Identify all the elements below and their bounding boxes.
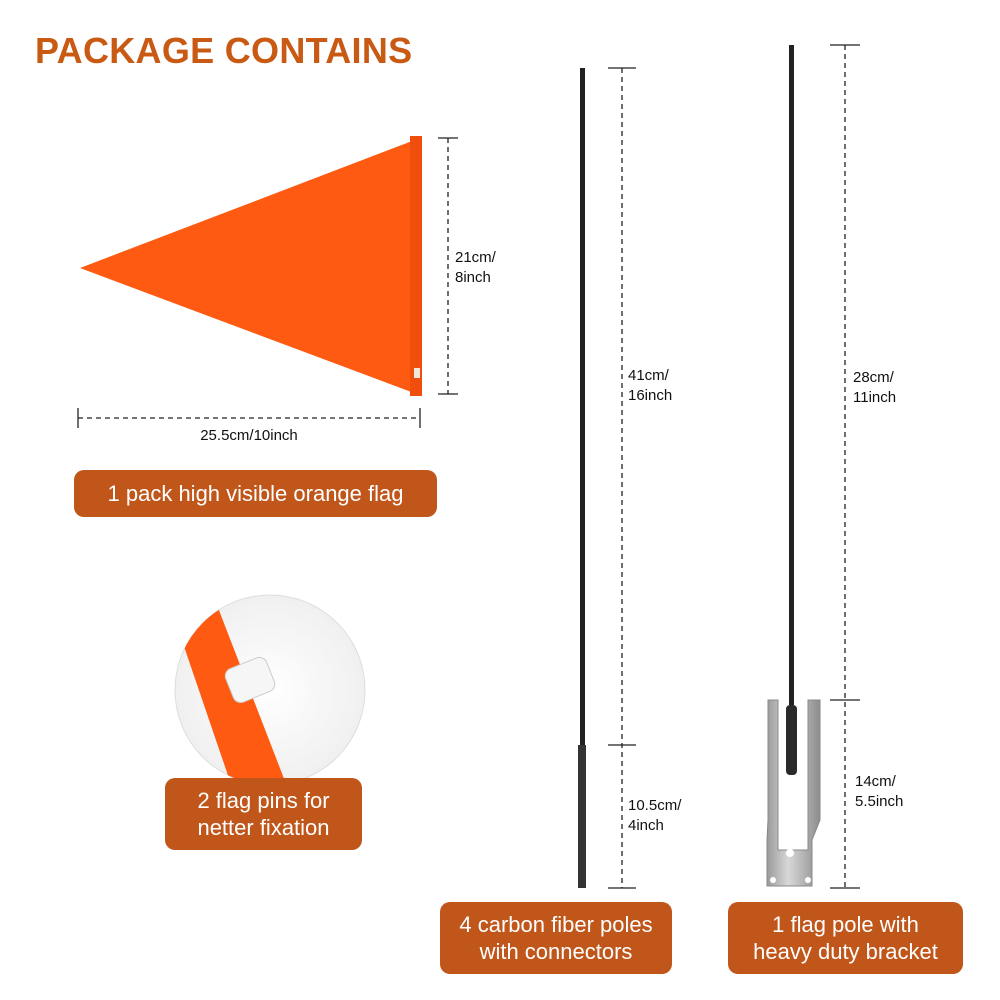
bracket-length-cm: 14cm/ — [855, 773, 896, 790]
page-title: PACKAGE CONTAINS — [35, 30, 413, 71]
bracket-pole-length-inch: 11inch — [853, 389, 897, 406]
flag-height-text: 21cm/ 8inch — [455, 248, 496, 288]
bracket-pole-dimension — [830, 44, 860, 889]
pole-dimension — [608, 67, 636, 889]
connector-length-text: 10.5cm/ 4inch — [628, 796, 681, 836]
connector-length-cm: 10.5cm/ — [628, 797, 682, 814]
bracket-pole-length-text: 28cm/ 11inch — [853, 368, 896, 408]
flag-height-inch: 8inch — [455, 269, 491, 286]
bracket-pole-label-line1: 1 flag pole with — [772, 912, 919, 937]
bracket-pole-label: 1 flag pole with heavy duty bracket — [728, 902, 963, 974]
bracket-pole-length-cm: 28cm/ — [853, 369, 894, 386]
pole-length-cm: 41cm/ — [628, 367, 669, 384]
flag-label: 1 pack high visible orange flag — [74, 470, 437, 517]
orange-flag — [80, 138, 422, 396]
poles-label: 4 carbon fiber poles with connectors — [440, 902, 672, 974]
pole-length-inch: 16inch — [628, 387, 673, 404]
pins-label-line1: 2 flag pins for — [197, 788, 330, 813]
flag-height-cm: 21cm/ — [455, 249, 496, 266]
flag-width-dimension — [77, 408, 421, 428]
bracket-pole-label-line2: heavy duty bracket — [753, 939, 938, 964]
pins-label-line2: netter fixation — [197, 815, 330, 840]
carbon-fiber-pole — [578, 68, 586, 888]
bracket-flag-pole — [766, 45, 821, 887]
connector-length-inch: 4inch — [628, 817, 664, 834]
pins-label: 2 flag pins for netter fixation — [165, 778, 362, 850]
bracket-length-inch: 5.5inch — [855, 793, 904, 810]
flag-tab — [414, 368, 420, 378]
flag-sleeve — [410, 136, 422, 396]
flag-width-text: 25.5cm/10inch — [200, 427, 298, 444]
poles-label-line2: with connectors — [479, 939, 633, 964]
poles-label-line1: 4 carbon fiber poles — [459, 912, 653, 937]
pole-length-text: 41cm/ 16inch — [628, 366, 672, 406]
flag-height-dimension — [438, 137, 458, 395]
bracket-length-text: 14cm/ 5.5inch — [855, 772, 903, 812]
